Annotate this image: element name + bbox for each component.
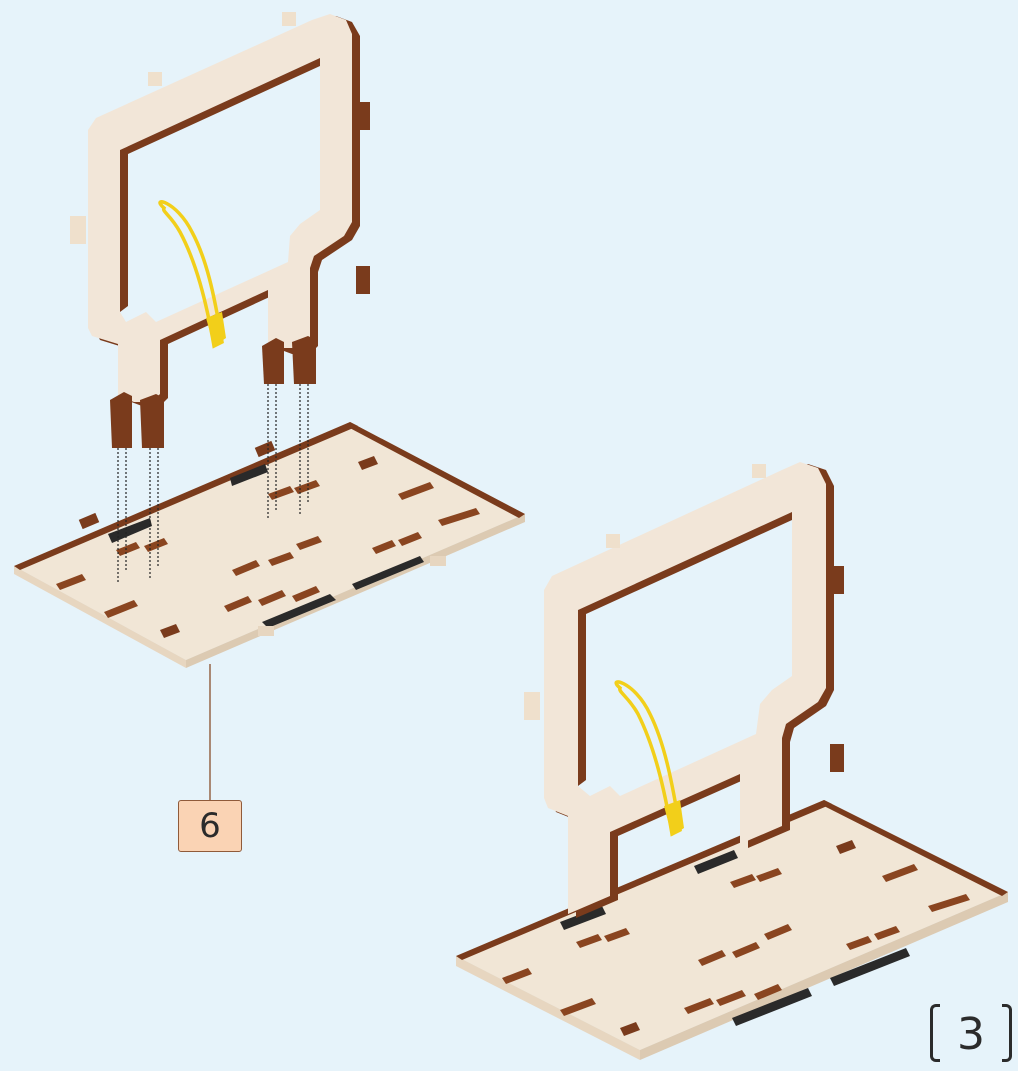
step-number-text: 3	[942, 1002, 1000, 1066]
part-number-text: 6	[199, 809, 221, 843]
part-number-label: 6	[178, 800, 242, 852]
base-plate-assembled	[456, 800, 1008, 1060]
left-bracket-icon	[930, 1004, 940, 1062]
assembled-view	[456, 462, 1008, 1060]
frame-part-exploded	[70, 12, 370, 448]
right-bracket-icon	[1002, 1004, 1012, 1062]
base-plate-exploded	[14, 422, 525, 668]
exploded-view	[14, 12, 525, 800]
step-number-marker: 3	[928, 1002, 1014, 1068]
